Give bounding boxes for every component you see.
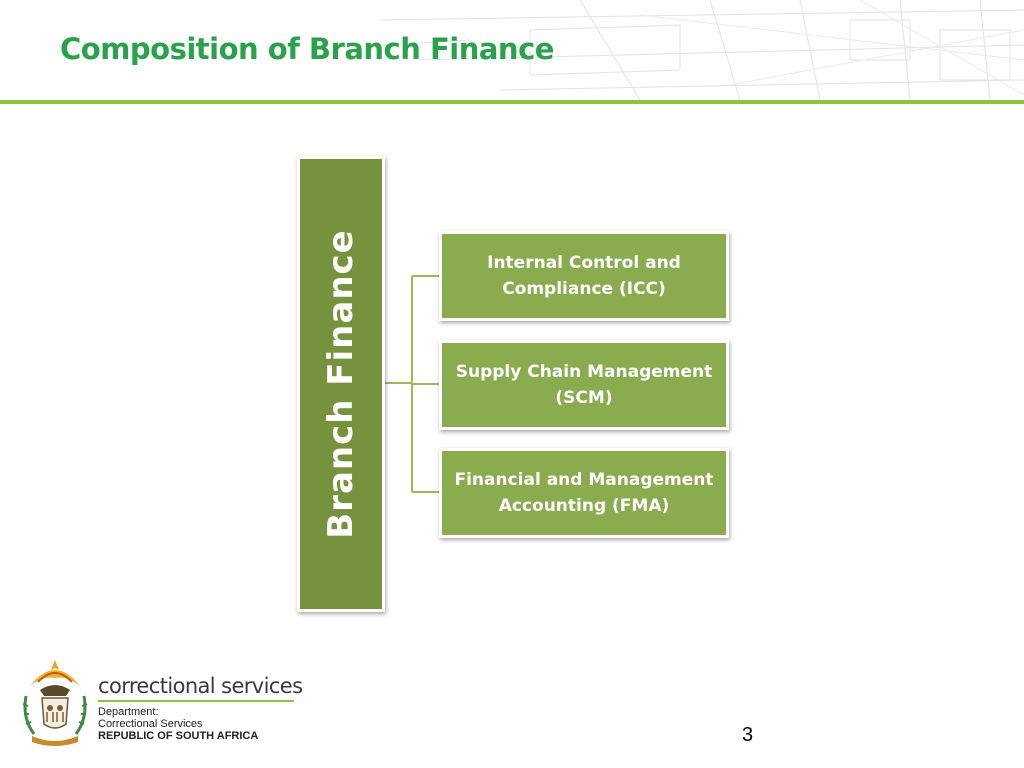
page-number: 3 bbox=[742, 724, 754, 746]
child-node-label: Internal Control and Compliance (ICC) bbox=[487, 253, 681, 299]
root-node-label: Branch Finance bbox=[321, 229, 361, 539]
title-underline bbox=[0, 100, 1024, 104]
country-name: REPUBLIC OF SOUTH AFRICA bbox=[98, 730, 259, 742]
root-node-branch-finance: Branch Finance bbox=[297, 156, 385, 612]
child-node-fma: Financial and Management Accounting (FMA… bbox=[439, 448, 729, 538]
department-label: Department: bbox=[98, 706, 159, 718]
brand-name: correctional services bbox=[98, 674, 303, 698]
brand-underline bbox=[98, 700, 294, 702]
coat-of-arms-icon bbox=[22, 660, 88, 746]
header-background-pattern bbox=[380, 0, 1024, 100]
child-node-icc: Internal Control and Compliance (ICC) bbox=[439, 231, 729, 321]
child-node-scm: Supply Chain Management (SCM) bbox=[439, 340, 729, 430]
child-node-label: Supply Chain Management (SCM) bbox=[455, 362, 713, 408]
slide-title: Composition of Branch Finance bbox=[60, 32, 554, 66]
child-node-label: Financial and Management Accounting (FMA… bbox=[454, 470, 714, 516]
department-name: Correctional Services bbox=[98, 718, 203, 730]
